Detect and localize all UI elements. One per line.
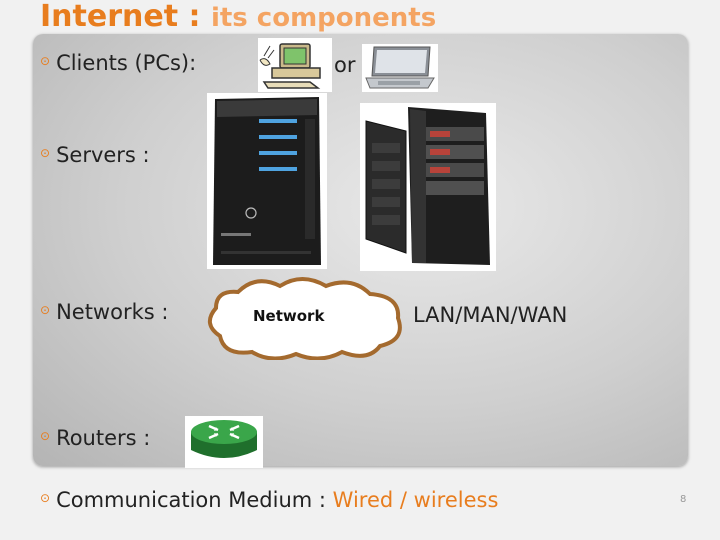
server-tower-icon (207, 93, 327, 269)
bullet-icon: ⊙ (40, 146, 51, 160)
clients-label: Clients (PCs): (56, 51, 197, 75)
title-sub: its components (210, 3, 437, 33)
network-cloud-icon (208, 277, 402, 360)
router-icon (185, 416, 263, 468)
bullet-icon: ⊙ (40, 303, 51, 317)
desktop-pc-icon (258, 38, 332, 92)
slide-number: 8 (680, 494, 687, 505)
network-cloud-label: Network (253, 307, 325, 325)
bullet-routers: ⊙ Routers : (40, 428, 150, 449)
bullet-icon: ⊙ (40, 429, 51, 443)
title-main: Internet : (40, 0, 211, 34)
slide-title: Internet : its components (40, 2, 436, 32)
medium-value: Wired / wireless (332, 488, 499, 512)
server-rack-icon (360, 103, 496, 271)
bullet-servers: ⊙ Servers : (40, 145, 150, 166)
bullet-icon: ⊙ (40, 491, 51, 505)
medium-label: Communication Medium : (56, 488, 326, 512)
bullet-networks: ⊙ Networks : (40, 302, 168, 323)
servers-label: Servers : (56, 143, 150, 167)
laptop-icon (362, 44, 438, 92)
bullet-clients: ⊙ Clients (PCs): (40, 53, 196, 74)
bullet-icon: ⊙ (40, 54, 51, 68)
routers-label: Routers : (56, 426, 151, 450)
networks-label: Networks : (56, 300, 169, 324)
or-text: or (334, 53, 356, 77)
bullet-medium: ⊙ Communication Medium : Wired / wireless (40, 490, 498, 511)
network-types-text: LAN/MAN/WAN (413, 303, 568, 327)
